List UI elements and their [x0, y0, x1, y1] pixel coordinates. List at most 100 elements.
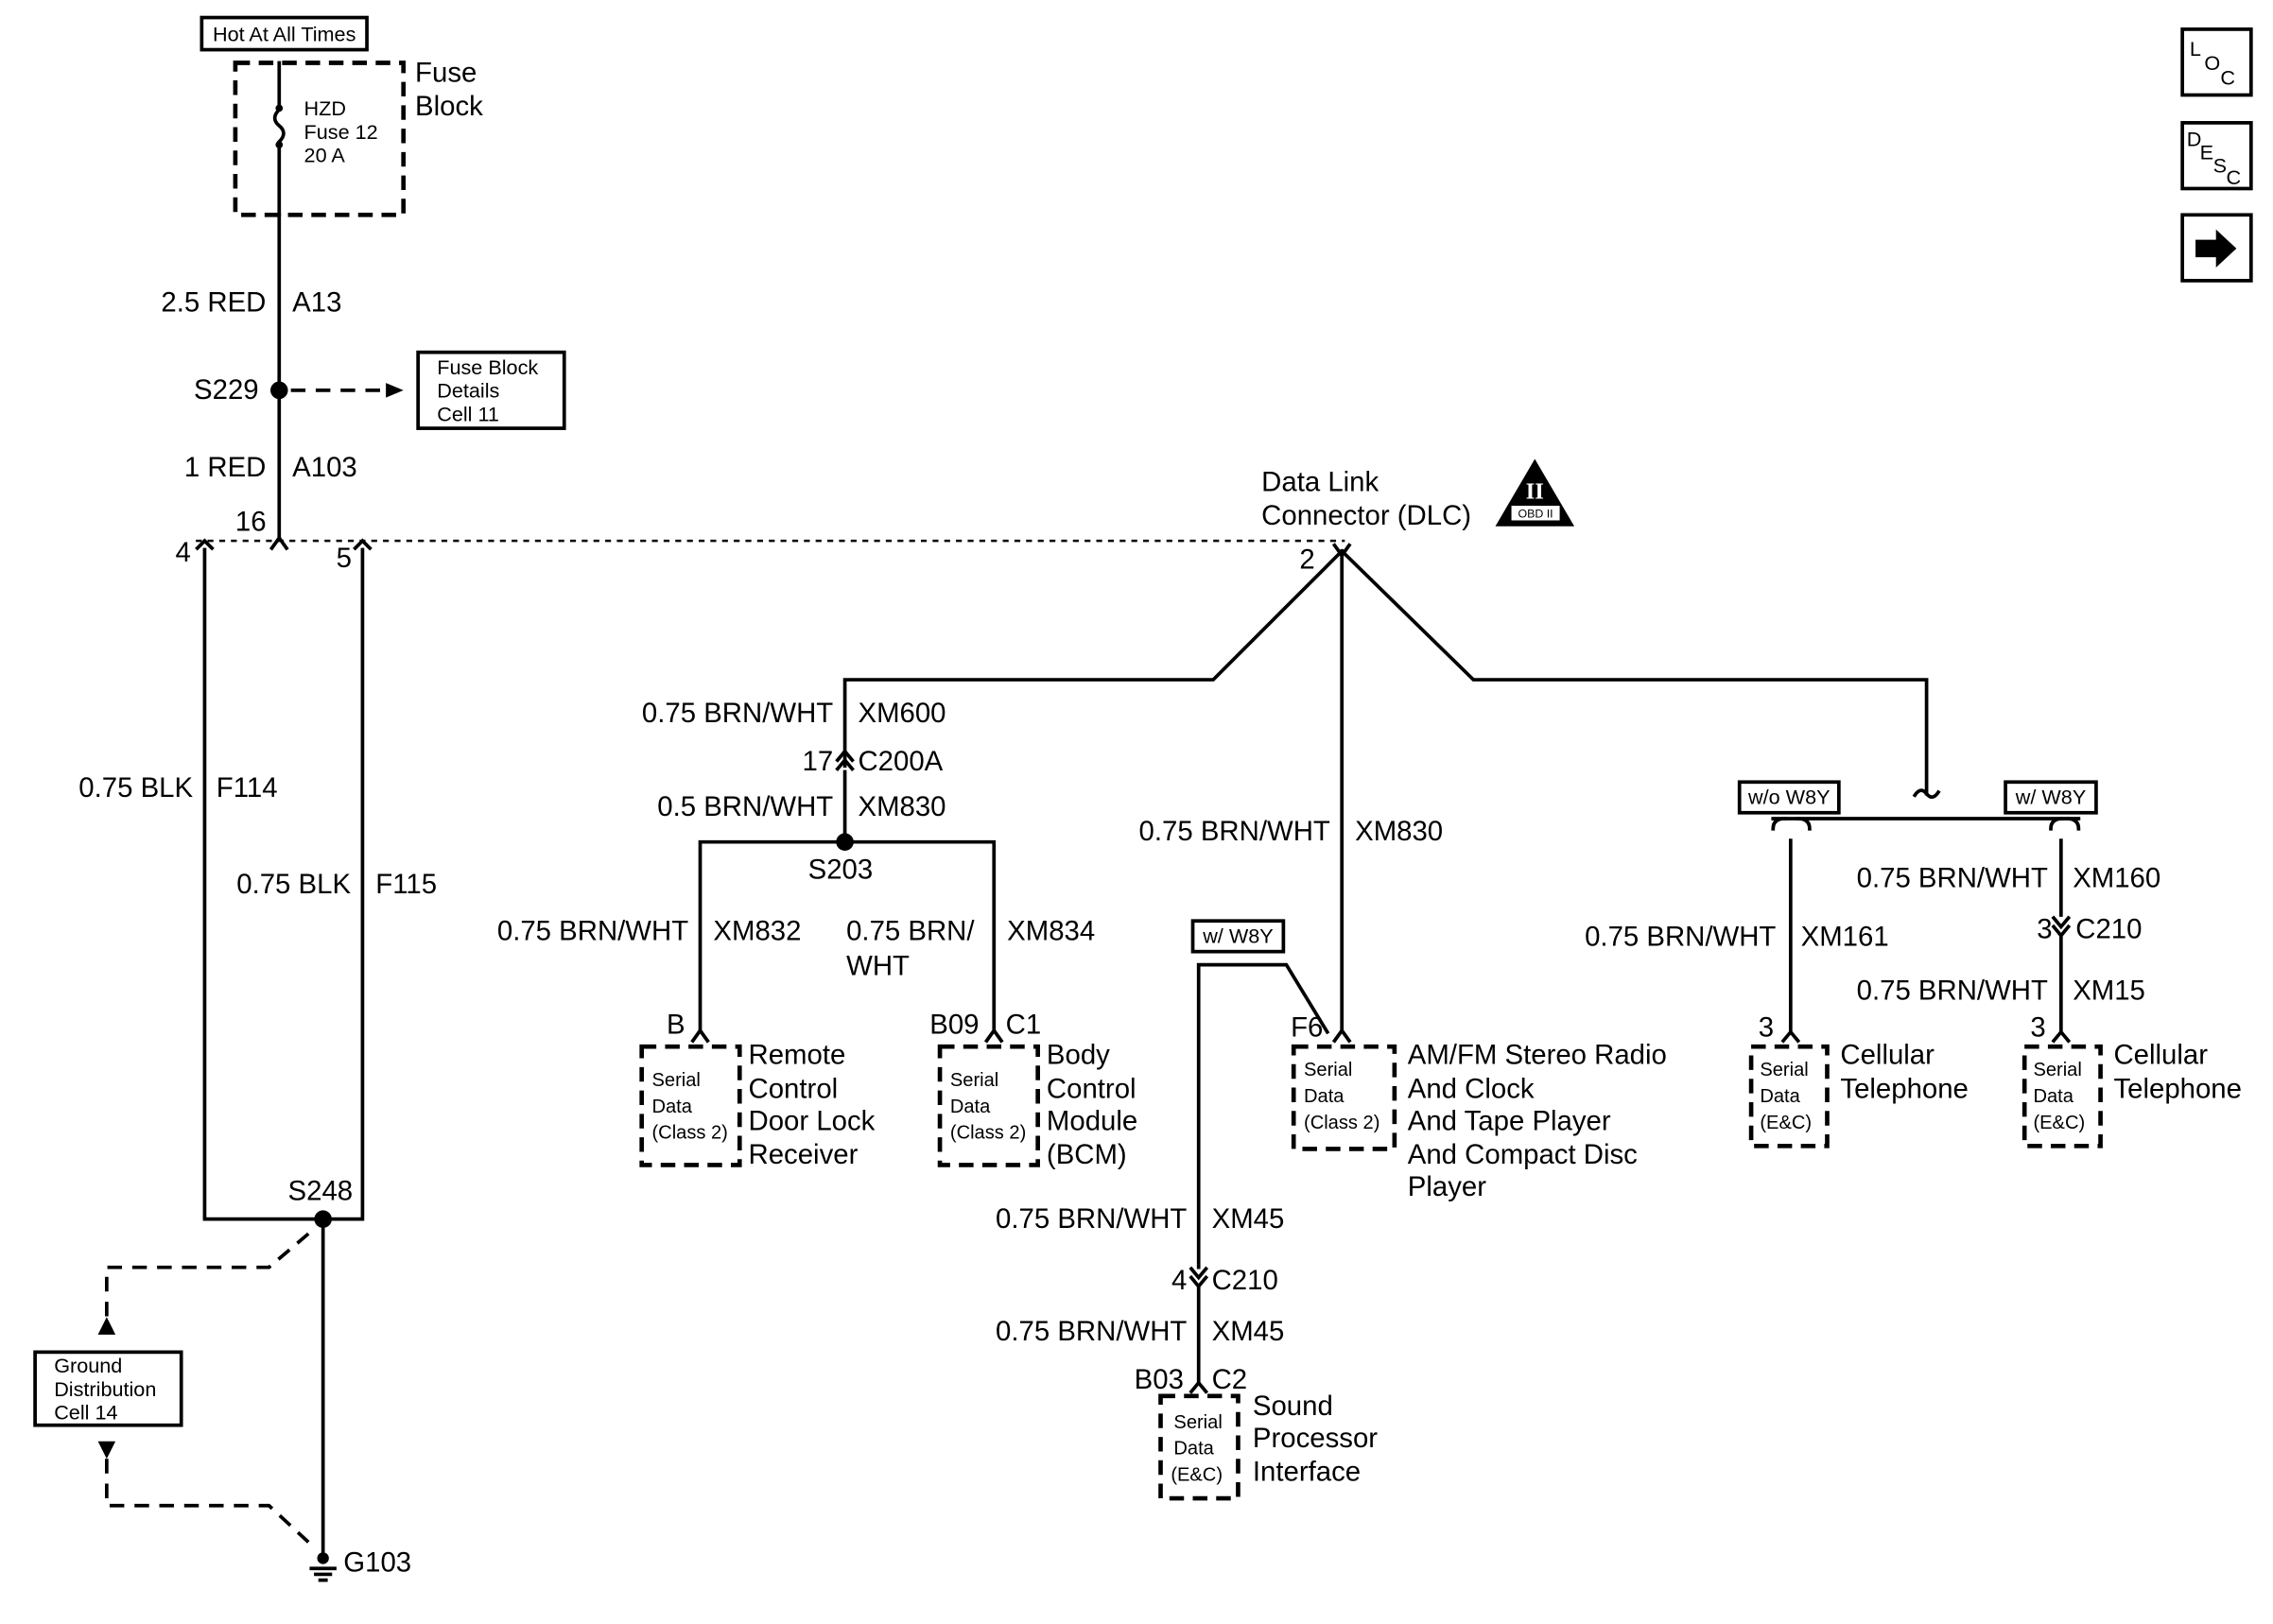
- rcdlr-module: Serial Data (Class 2): [639, 1044, 742, 1167]
- connector-c210-center: [1189, 1266, 1209, 1289]
- wire-xm45b-gauge: 0.75 BRN/WHT: [996, 1316, 1187, 1347]
- svg-text:w/ W8Y: w/ W8Y: [2015, 785, 2086, 808]
- fuse-block: Fuse Block HZD Fuse 12 20 A: [233, 58, 483, 217]
- bcm-name-2: Control: [1047, 1073, 1136, 1104]
- wire-f114-gauge: 0.75 BLK: [78, 772, 193, 803]
- rcdlr-pin: B: [667, 1009, 685, 1040]
- rcdlr-name-3: Door Lock: [749, 1105, 876, 1136]
- dlc-pin-5: 5: [337, 543, 352, 574]
- wire-f114-id: F114: [217, 772, 278, 803]
- svg-text:Data: Data: [652, 1097, 693, 1117]
- bcm-name-1: Body: [1047, 1040, 1110, 1071]
- phone1-name-1: Cellular: [1840, 1040, 1935, 1071]
- connector-c200a: [835, 748, 855, 771]
- bcm-pin: B09: [929, 1009, 979, 1040]
- wire-xm834-gauge-2: WHT: [846, 950, 910, 981]
- wire-xm45a-gauge: 0.75 BRN/WHT: [996, 1203, 1187, 1235]
- svg-text:Cell 11: Cell 11: [437, 402, 499, 425]
- arrow-right-icon: [386, 383, 404, 398]
- wire-xm830-gauge: 0.5 BRN/WHT: [657, 791, 833, 822]
- svg-text:w/o W8Y: w/o W8Y: [1747, 785, 1831, 808]
- desc-button[interactable]: D E S C: [2180, 121, 2253, 191]
- serial-data-bus: [842, 548, 1929, 796]
- wire-a13-gauge: 2.5 RED: [161, 286, 266, 318]
- svg-text:(Class 2): (Class 2): [1304, 1113, 1379, 1133]
- phone2-name-2: Telephone: [2113, 1073, 2241, 1104]
- dlc-pin-16: 16: [235, 506, 267, 537]
- wire-f115-gauge: 0.75 BLK: [236, 869, 351, 900]
- svg-text:(Class 2): (Class 2): [652, 1123, 728, 1144]
- wire-xm830-radio-id: XM830: [1355, 816, 1443, 847]
- radio-name-5: Player: [1408, 1171, 1486, 1202]
- loc-letter-o: O: [2204, 51, 2220, 75]
- wire-a13-id: A13: [292, 286, 341, 318]
- wire-f114-f115: [202, 547, 365, 1221]
- svg-text:Fuse Block: Fuse Block: [437, 355, 538, 379]
- svg-text:Hot At All Times: Hot At All Times: [213, 22, 356, 45]
- connector-c210-right: [2051, 915, 2072, 939]
- bcm-name-3: Module: [1047, 1105, 1137, 1136]
- option-w-w8y-right: w/ W8Y: [2004, 780, 2098, 815]
- c200a-label: C200A: [858, 746, 943, 777]
- spi-module: Serial Data (E&C): [1158, 1393, 1241, 1501]
- svg-text:II: II: [1526, 478, 1544, 504]
- obd-ii-icon: II OBD II: [1495, 458, 1575, 527]
- fuse-block-details-ref[interactable]: Fuse Block Details Cell 11: [416, 350, 566, 430]
- loc-button[interactable]: L O C: [2180, 27, 2253, 97]
- svg-text:Data: Data: [1304, 1086, 1345, 1107]
- splice-s203-label: S203: [808, 854, 874, 885]
- svg-text:Data: Data: [2033, 1086, 2073, 1107]
- fuse-number: Fuse 12: [304, 120, 378, 144]
- wire-xm160-id: XM160: [2073, 863, 2160, 894]
- next-page-button[interactable]: [2180, 213, 2253, 283]
- wire-xm160-gauge: 0.75 BRN/WHT: [1857, 863, 2048, 894]
- splice-s248-label: S248: [288, 1176, 354, 1207]
- fuse-block-title-2: Block: [415, 91, 483, 122]
- phone2-module: Serial Data (E&C): [2021, 1044, 2103, 1149]
- wire-xm830-id: XM830: [858, 791, 946, 822]
- radio-module: Serial Data (Class 2): [1291, 1044, 1397, 1151]
- svg-text:Serial: Serial: [652, 1070, 701, 1091]
- rcdlr-name-2: Control: [749, 1073, 839, 1104]
- svg-text:Serial: Serial: [1304, 1060, 1352, 1080]
- spi-name-3: Interface: [1253, 1456, 1361, 1487]
- dlc-pin-4: 4: [176, 537, 191, 568]
- option-w8y-center: w/ W8Y: [1190, 919, 1286, 954]
- desc-letter-e: E: [2200, 141, 2213, 164]
- splice-s229: [270, 381, 288, 400]
- splice-s229-label: S229: [194, 374, 259, 406]
- wire-xm15-gauge: 0.75 BRN/WHT: [1857, 976, 2048, 1007]
- svg-text:Details: Details: [437, 379, 499, 403]
- wire-xm834-id: XM834: [1007, 915, 1095, 946]
- svg-text:OBD II: OBD II: [1518, 507, 1553, 520]
- phone1-pin: 3: [1759, 1011, 1774, 1043]
- c210-right-label: C210: [2075, 914, 2142, 945]
- splice-pack-break-icon: [1912, 788, 1941, 800]
- wire-xm15-id: XM15: [2073, 976, 2145, 1007]
- rcdlr-name-1: Remote: [749, 1040, 846, 1071]
- radio-pin: F6: [1291, 1011, 1323, 1043]
- radio-name-4: And Compact Disc: [1408, 1139, 1638, 1170]
- spi-name-2: Processor: [1253, 1423, 1378, 1454]
- phone2-name-1: Cellular: [2113, 1040, 2208, 1071]
- wire-xm832-xm834: [698, 839, 997, 1031]
- rcdlr-name-4: Receiver: [749, 1139, 859, 1170]
- ground-distribution-ref[interactable]: Ground Distribution Cell 14: [33, 1350, 183, 1427]
- dlc-pin-2: 2: [1299, 544, 1314, 576]
- wire-xm832-id: XM832: [713, 915, 801, 946]
- radio-name-3: And Tape Player: [1408, 1105, 1611, 1136]
- bcm-name-4: (BCM): [1047, 1139, 1127, 1170]
- svg-text:Ground: Ground: [54, 1354, 122, 1377]
- c210-center-pin: 4: [1171, 1265, 1187, 1296]
- ground-dist-path-top: [105, 1232, 310, 1324]
- svg-text:(E&C): (E&C): [1760, 1113, 1812, 1133]
- phone1-name-2: Telephone: [1840, 1073, 1968, 1104]
- svg-text:Data: Data: [950, 1097, 991, 1117]
- svg-text:Data: Data: [1760, 1086, 1800, 1107]
- hot-at-all-times-label: Hot At All Times: [200, 15, 369, 52]
- spi-pin: B03: [1135, 1364, 1184, 1395]
- wire-xm832-gauge: 0.75 BRN/WHT: [497, 915, 688, 946]
- svg-text:(E&C): (E&C): [2033, 1113, 2085, 1133]
- wire-f115-id: F115: [375, 869, 437, 900]
